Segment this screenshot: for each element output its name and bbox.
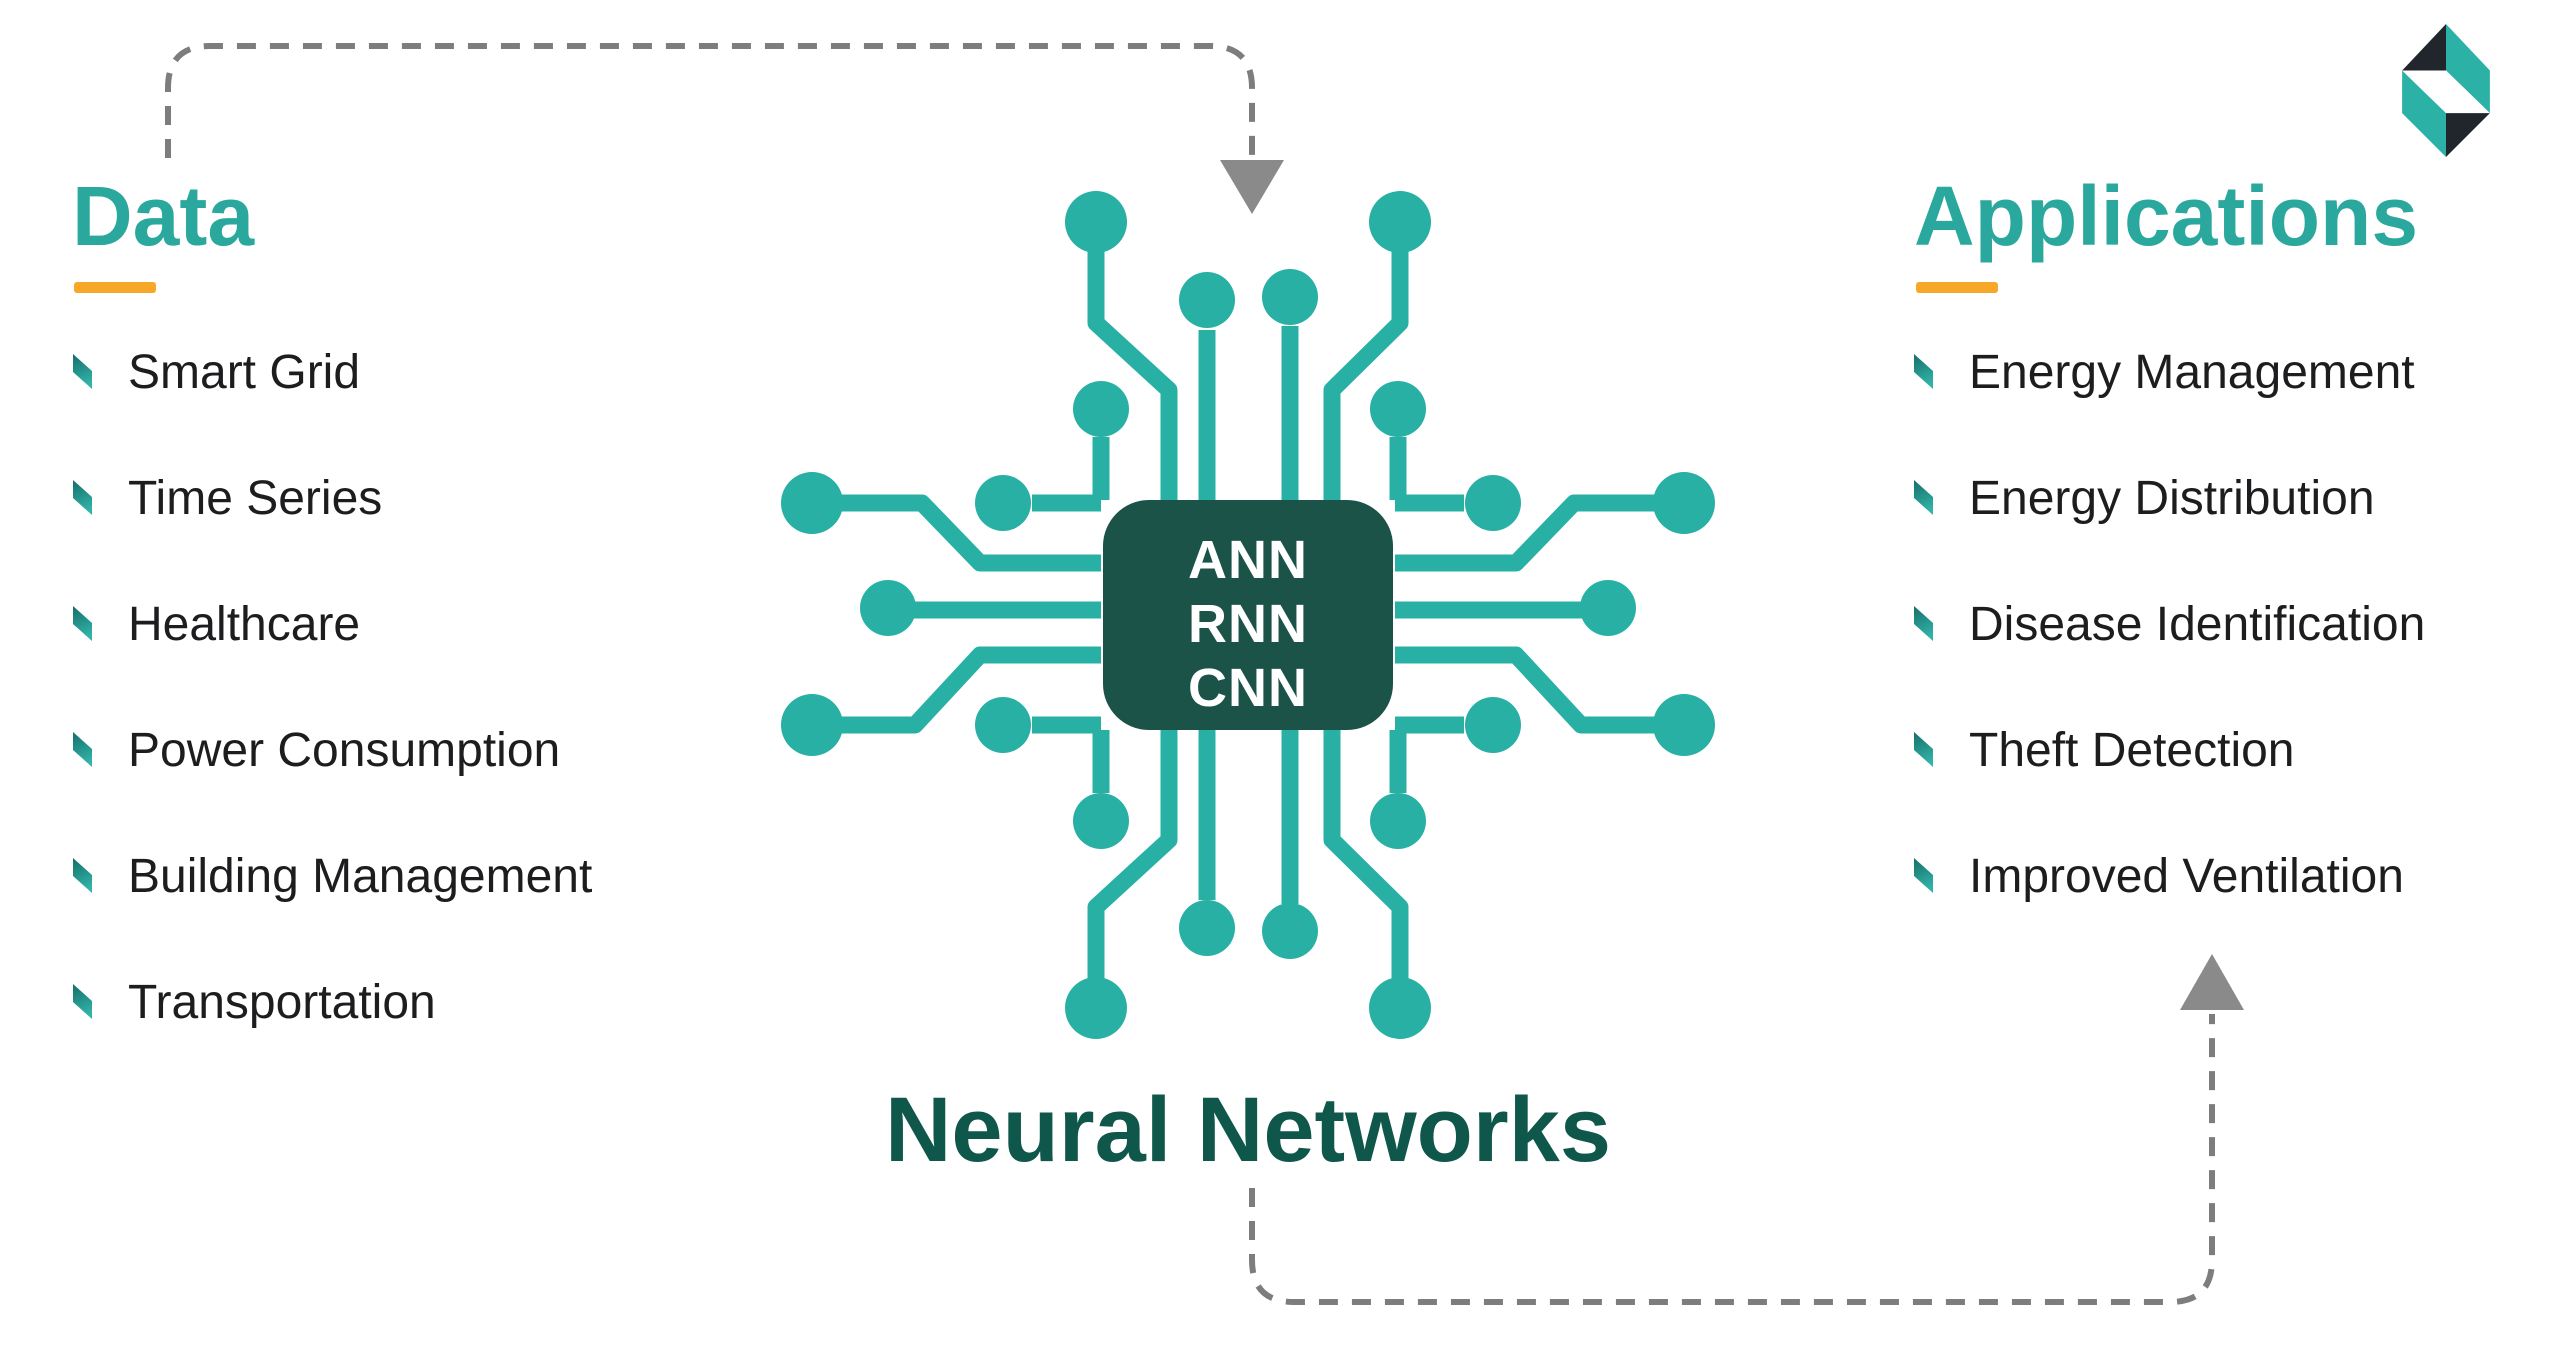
list-item: Improved Ventilation xyxy=(1914,849,2404,903)
dashed-arrow-down xyxy=(165,43,1284,214)
chip-label-cnn: CNN xyxy=(1188,658,1308,718)
list-item: Healthcare xyxy=(73,597,361,651)
circuit-traces xyxy=(840,248,1656,982)
item-label: Energy Distribution xyxy=(1969,471,2375,525)
circuit-pads xyxy=(781,191,1715,1039)
leaf-bullet-icon xyxy=(1914,732,1933,767)
item-label: Improved Ventilation xyxy=(1969,849,2404,903)
leaf-bullet-icon xyxy=(1914,606,1933,641)
list-item: Disease Identification xyxy=(1914,597,2426,651)
list-item: Time Series xyxy=(73,471,383,525)
applications-title-underline xyxy=(1916,282,1998,293)
arrowhead-down-icon xyxy=(1220,160,1284,214)
leaf-bullet-icon xyxy=(73,984,92,1019)
item-label: Healthcare xyxy=(128,597,361,651)
neural-network-chip-graphic: ANN RNN CNN xyxy=(781,191,1715,1039)
list-item: Energy Management xyxy=(1914,345,2415,399)
item-label: Time Series xyxy=(128,471,383,525)
data-section-title: Data xyxy=(72,169,255,263)
chip-body xyxy=(1103,500,1393,730)
item-label: Theft Detection xyxy=(1969,723,2295,777)
list-item: Building Management xyxy=(73,849,593,903)
chip-labels: ANN RNN CNN xyxy=(1188,530,1308,718)
leaf-bullet-icon xyxy=(73,606,92,641)
item-label: Building Management xyxy=(128,849,593,903)
list-item: Power Consumption xyxy=(73,723,561,777)
center-caption: Neural Networks xyxy=(884,1079,1612,1181)
item-label: Power Consumption xyxy=(128,723,561,777)
hexagon-cube-logo-icon xyxy=(2402,24,2490,157)
leaf-bullet-icon xyxy=(73,354,92,389)
chip-label-ann: ANN xyxy=(1188,530,1308,590)
data-title-underline xyxy=(74,282,156,293)
leaf-bullet-icon xyxy=(73,480,92,515)
list-item: Theft Detection xyxy=(1914,723,2295,777)
leaf-bullet-icon xyxy=(73,858,92,893)
arrowhead-up-icon xyxy=(2180,954,2244,1010)
list-item: Smart Grid xyxy=(73,345,361,399)
chip-label-rnn: RNN xyxy=(1188,594,1308,654)
applications-section-title: Applications xyxy=(1914,169,2419,263)
leaf-bullet-icon xyxy=(73,732,92,767)
list-item: Energy Distribution xyxy=(1914,471,2375,525)
item-label: Energy Management xyxy=(1969,345,2415,399)
dashed-arrow-up xyxy=(1249,954,2244,1305)
item-label: Smart Grid xyxy=(128,345,361,399)
item-label: Transportation xyxy=(128,975,436,1029)
leaf-bullet-icon xyxy=(1914,480,1933,515)
leaf-bullet-icon xyxy=(1914,858,1933,893)
leaf-bullet-icon xyxy=(1914,354,1933,389)
list-item: Transportation xyxy=(73,975,436,1029)
item-label: Disease Identification xyxy=(1969,597,2426,651)
